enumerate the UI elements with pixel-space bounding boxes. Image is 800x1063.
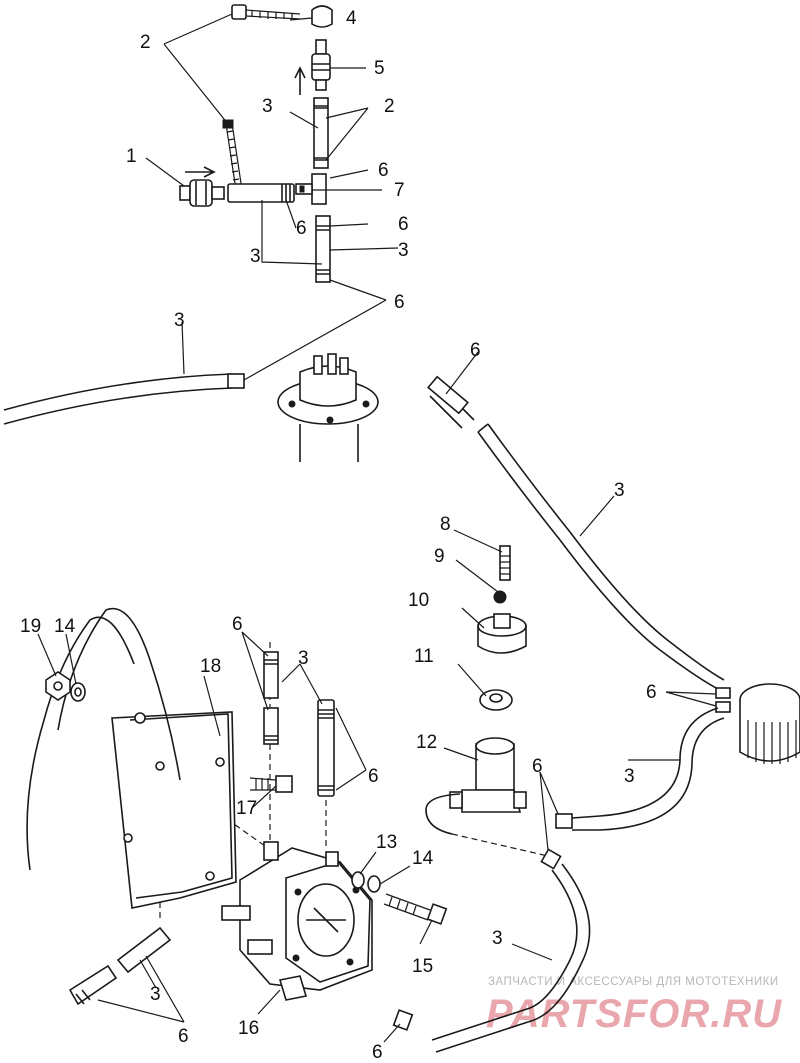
callout-3-right-long: 3 [614,480,625,501]
inline-filter [179,179,225,207]
callout-3-long-left: 3 [174,310,185,331]
callout-6-pump-top: 6 [232,614,243,635]
mounting-plate [111,711,237,909]
hose-lower-vertical [315,215,331,283]
callout-3-lower: 3 [398,240,409,261]
callout-3-left: 3 [250,246,261,267]
hose-clamp-left [222,119,243,191]
callout-2-right: 2 [384,96,395,117]
check-valve [311,39,331,91]
washer-13 [351,871,365,889]
knob [477,613,527,654]
callout-7: 7 [394,180,405,201]
shutoff-assembly [425,545,527,835]
callout-6-tee: 6 [378,160,389,181]
bolt-15 [383,893,448,925]
callout-labels: 2 4 5 3 2 1 6 7 6 6 3 3 6 3 6 3 8 9 10 1… [20,8,657,1063]
hose-lower-right [392,848,591,1053]
top-fitting-assembly [179,4,333,283]
callout-10: 10 [408,590,429,611]
callout-11: 11 [414,646,434,667]
watermark-brand: PARTSFOR.RU [486,992,782,1036]
leader-lines [37,13,717,1043]
callout-6-bottom-left: 6 [178,1026,189,1047]
callout-19: 19 [20,616,41,637]
gasket-outline [26,607,181,871]
screw [499,545,511,581]
flow-arrow-up [294,66,306,95]
callout-6-horizontal: 6 [296,218,307,239]
washer-14 [367,875,381,893]
callout-12: 12 [416,732,437,753]
shutoff-valve-body [449,737,527,813]
callout-14-left: 14 [54,616,76,637]
hose-clamp-top [231,4,301,20]
nut [479,689,513,711]
t-fitting [295,173,327,205]
callout-3-pump-top: 3 [298,648,309,669]
short-hose-right [317,699,335,797]
bolt-17 [249,775,293,793]
callout-2-top: 2 [140,32,151,53]
washer [493,590,507,604]
hose-right-long [427,375,725,691]
fuel-pump [221,841,373,1001]
callout-6-right-top: 6 [470,340,481,361]
tank-fuel-pickup [277,353,379,462]
callout-13: 13 [376,832,397,853]
fuel-filter-canister [715,683,800,764]
flow-arrow-right [185,166,216,178]
callout-16: 16 [238,1018,259,1039]
short-hose-left-pair [263,651,279,745]
callout-18: 18 [200,656,221,677]
callout-4: 4 [346,8,357,29]
hose-filter-to-tee [555,707,725,831]
callout-5: 5 [374,58,385,79]
vent-cap [311,5,333,28]
callout-3-lower-right: 3 [492,928,503,949]
watermark-tagline: ЗАПЧАСТИ И АКСЕССУАРЫ ДЛЯ МОТОТЕХНИКИ [488,976,779,988]
hose-left-long [3,373,245,425]
callout-6-filter: 6 [646,682,657,703]
callout-3-bottom-left: 3 [150,984,161,1005]
hose-horizontal [227,183,295,203]
short-hose-bottom-left [68,926,172,1006]
callout-14-right: 14 [412,848,434,869]
callout-3-upper: 3 [262,96,273,117]
callout-9: 9 [434,546,445,567]
callout-8: 8 [440,514,451,535]
callout-6-pump-right: 6 [368,766,379,787]
callout-6-lower: 6 [398,214,409,235]
callout-6-hose-end: 6 [394,292,405,313]
callout-15: 15 [412,956,433,977]
callout-3-filter-hose: 3 [624,766,635,787]
callout-1: 1 [126,146,137,167]
callout-6-bottom: 6 [372,1042,383,1063]
callout-17: 17 [236,798,257,819]
hose-upper-vertical [313,97,329,169]
watermark: ЗАПЧАСТИ И АКСЕССУАРЫ ДЛЯ МОТОТЕХНИКИ PA… [486,976,782,1036]
hose-stub-left [425,793,461,835]
callout-6-tee-right: 6 [532,756,543,777]
